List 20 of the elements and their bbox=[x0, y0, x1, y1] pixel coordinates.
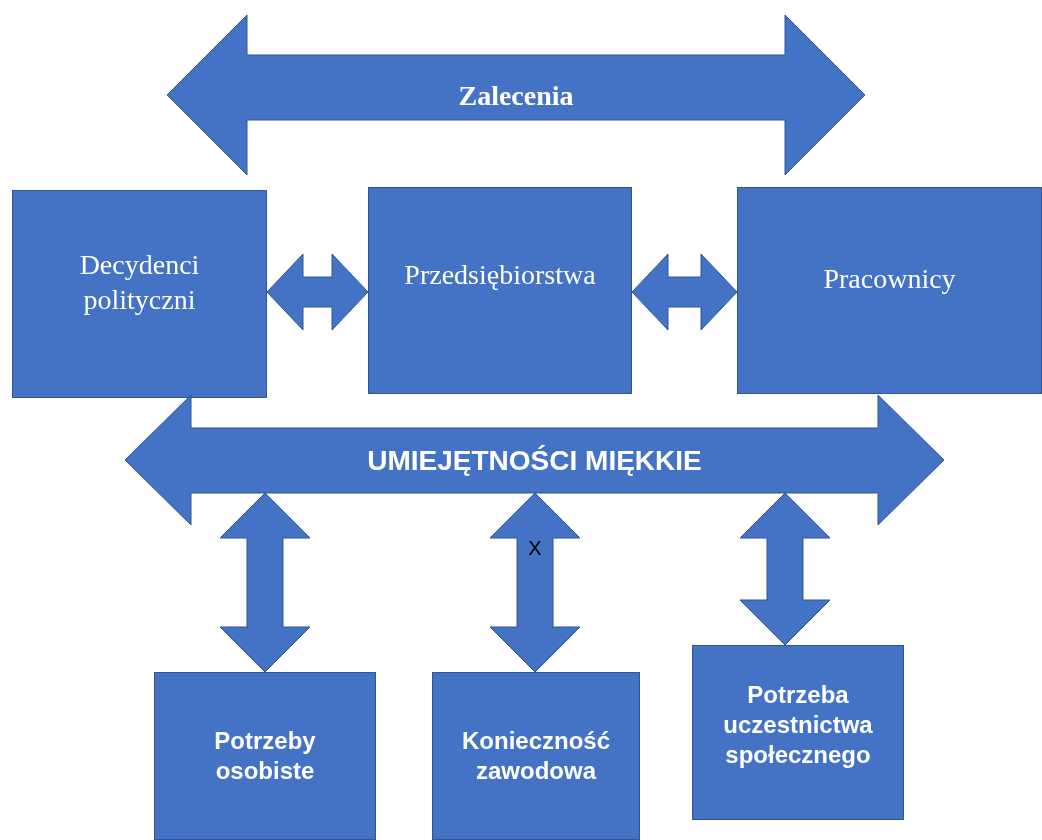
node-label: Zalecenia bbox=[458, 78, 574, 113]
process-box bbox=[368, 187, 632, 394]
process-box bbox=[432, 672, 640, 840]
node-label: Potrzeba uczestnictwa społecznego bbox=[722, 679, 874, 770]
node-label: Pracownicy bbox=[823, 262, 956, 296]
double-block-arrow bbox=[739, 492, 831, 646]
edge-label: X bbox=[528, 538, 542, 558]
process-box bbox=[692, 645, 904, 820]
process-box bbox=[737, 187, 1042, 394]
process-box bbox=[154, 672, 376, 840]
node-label: Przedsiębiorstwa bbox=[404, 258, 596, 292]
double-block-arrow bbox=[631, 253, 738, 331]
node-label: Decydenci polityczni bbox=[78, 248, 201, 317]
double-block-arrow bbox=[219, 492, 311, 673]
node-label: Konieczność zawodowa bbox=[461, 726, 611, 786]
double-block-arrow bbox=[489, 492, 581, 673]
node-label: Potrzeby osobiste bbox=[213, 726, 317, 786]
node-label: UMIEJĘTNOŚCI MIĘKKIE bbox=[367, 443, 702, 478]
process-box bbox=[12, 190, 267, 398]
double-block-arrow bbox=[266, 253, 369, 331]
